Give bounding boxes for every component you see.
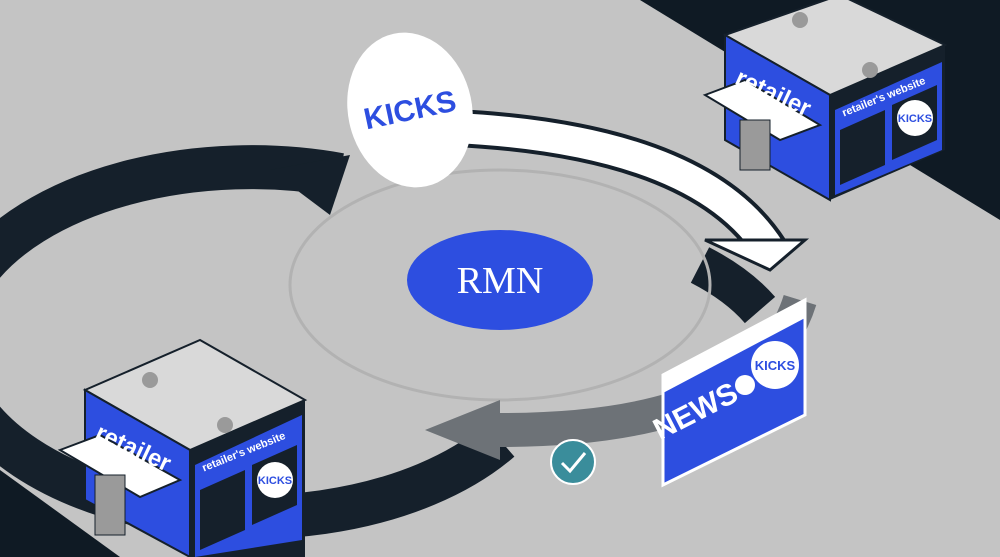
white-arrow-body	[454, 113, 783, 259]
ac-unit-icon	[862, 62, 878, 78]
store-badge: KICKS	[898, 113, 932, 125]
check-mark	[560, 452, 587, 474]
store-bottom-left: retailer retailer's website KICKS	[57, 338, 308, 557]
kicks-bubble	[347, 32, 473, 188]
news-panel: NEWS KICKS	[648, 297, 807, 488]
ac-unit-icon	[217, 417, 233, 433]
ring-arrowhead-dark	[270, 155, 350, 215]
rmn-center	[407, 230, 593, 330]
gray-arrowhead	[425, 400, 500, 460]
store-badge: KICKS	[258, 475, 292, 487]
store-top-right: retailer retailer's website KICKS	[702, 0, 948, 202]
sneaker-icon	[840, 110, 885, 185]
check-icon	[550, 439, 596, 485]
loop-ring-dark	[0, 145, 515, 540]
ac-unit-icon	[792, 12, 808, 28]
news-badge: KICKS	[755, 358, 796, 373]
loop-ring-dark-right	[690, 247, 776, 324]
rmn-label: RMN	[457, 260, 544, 302]
ac-unit-icon	[142, 372, 158, 388]
runner-figure-icon	[735, 375, 755, 395]
white-arrowhead	[704, 238, 810, 272]
sneaker-icon	[200, 470, 245, 550]
